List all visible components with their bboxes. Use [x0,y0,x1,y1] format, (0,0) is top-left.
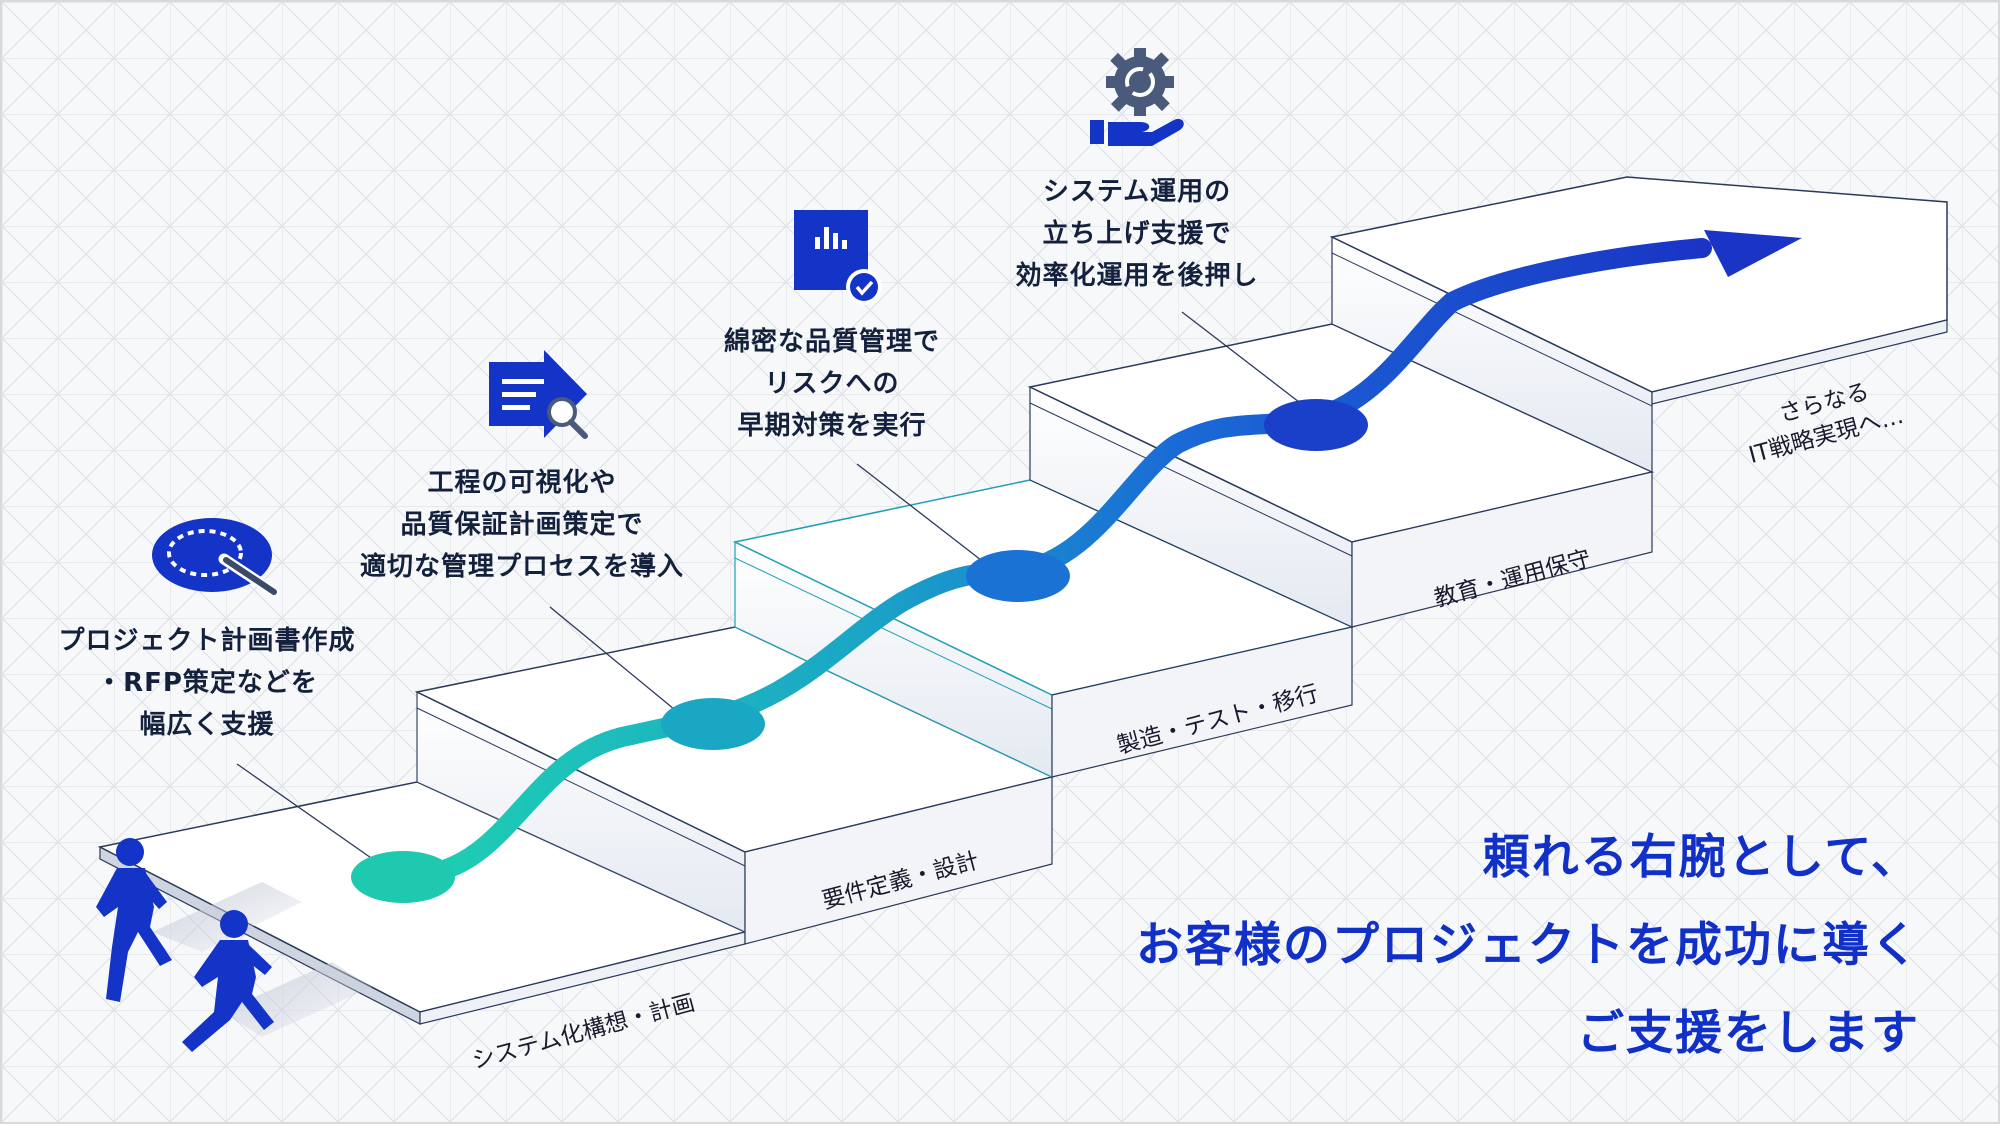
caption-line: プロジェクト計画書作成 [58,626,356,656]
caption-line: 適切な管理プロセスを導入 [359,552,684,582]
top-step-block [1329,176,1948,473]
caption-line: 幅広く支援 [139,710,275,740]
step-1-node [351,851,455,903]
growth-path [390,238,1712,886]
headline-line: お客様のプロジェクトを成功に導く [1136,918,1920,973]
caption-line: 綿密な品質管理で [723,327,940,357]
planning-target-icon [152,518,280,598]
caption-line: 早期対策を実行 [737,411,927,441]
headline-line: 頼れる右腕として、 [1482,830,1920,885]
caption-step-3: 綿密な品質管理で リスクへの 早期対策を実行 [682,321,982,447]
quality-chart-check-icon [794,210,882,305]
caption-line: 効率化運用を後押し [1015,261,1259,291]
caption-step-2: 工程の可視化や 品質保証計画策定で 適切な管理プロセスを導入 [342,462,702,588]
caption-line: 工程の可視化や [427,468,617,498]
step-4-node [1264,399,1368,451]
caption-line: リスクへの [764,369,900,399]
step-2-node [661,698,765,750]
growth-arrowhead [1704,230,1802,277]
headline-line: ご支援をします [1577,1006,1920,1061]
leader-lines [236,311,1313,861]
headline: 頼れる右腕として、 お客様のプロジェクトを成功に導く ご支援をします [1136,814,1920,1078]
caption-line: ・RFP策定などを [96,668,318,698]
caption-step-4: システム運用の 立ち上げ支援で 効率化運用を後押し [987,171,1287,297]
caption-step-1: プロジェクト計画書作成 ・RFP策定などを 幅広く支援 [42,620,372,746]
running-businesspeople-icon [96,838,372,1052]
caption-line: 品質保証計画策定で [400,510,644,540]
caption-line: システム運用の [1042,177,1232,207]
step-3-node [966,550,1070,602]
caption-line: 立ち上げ支援で [1042,219,1232,249]
document-search-icon [489,350,588,439]
